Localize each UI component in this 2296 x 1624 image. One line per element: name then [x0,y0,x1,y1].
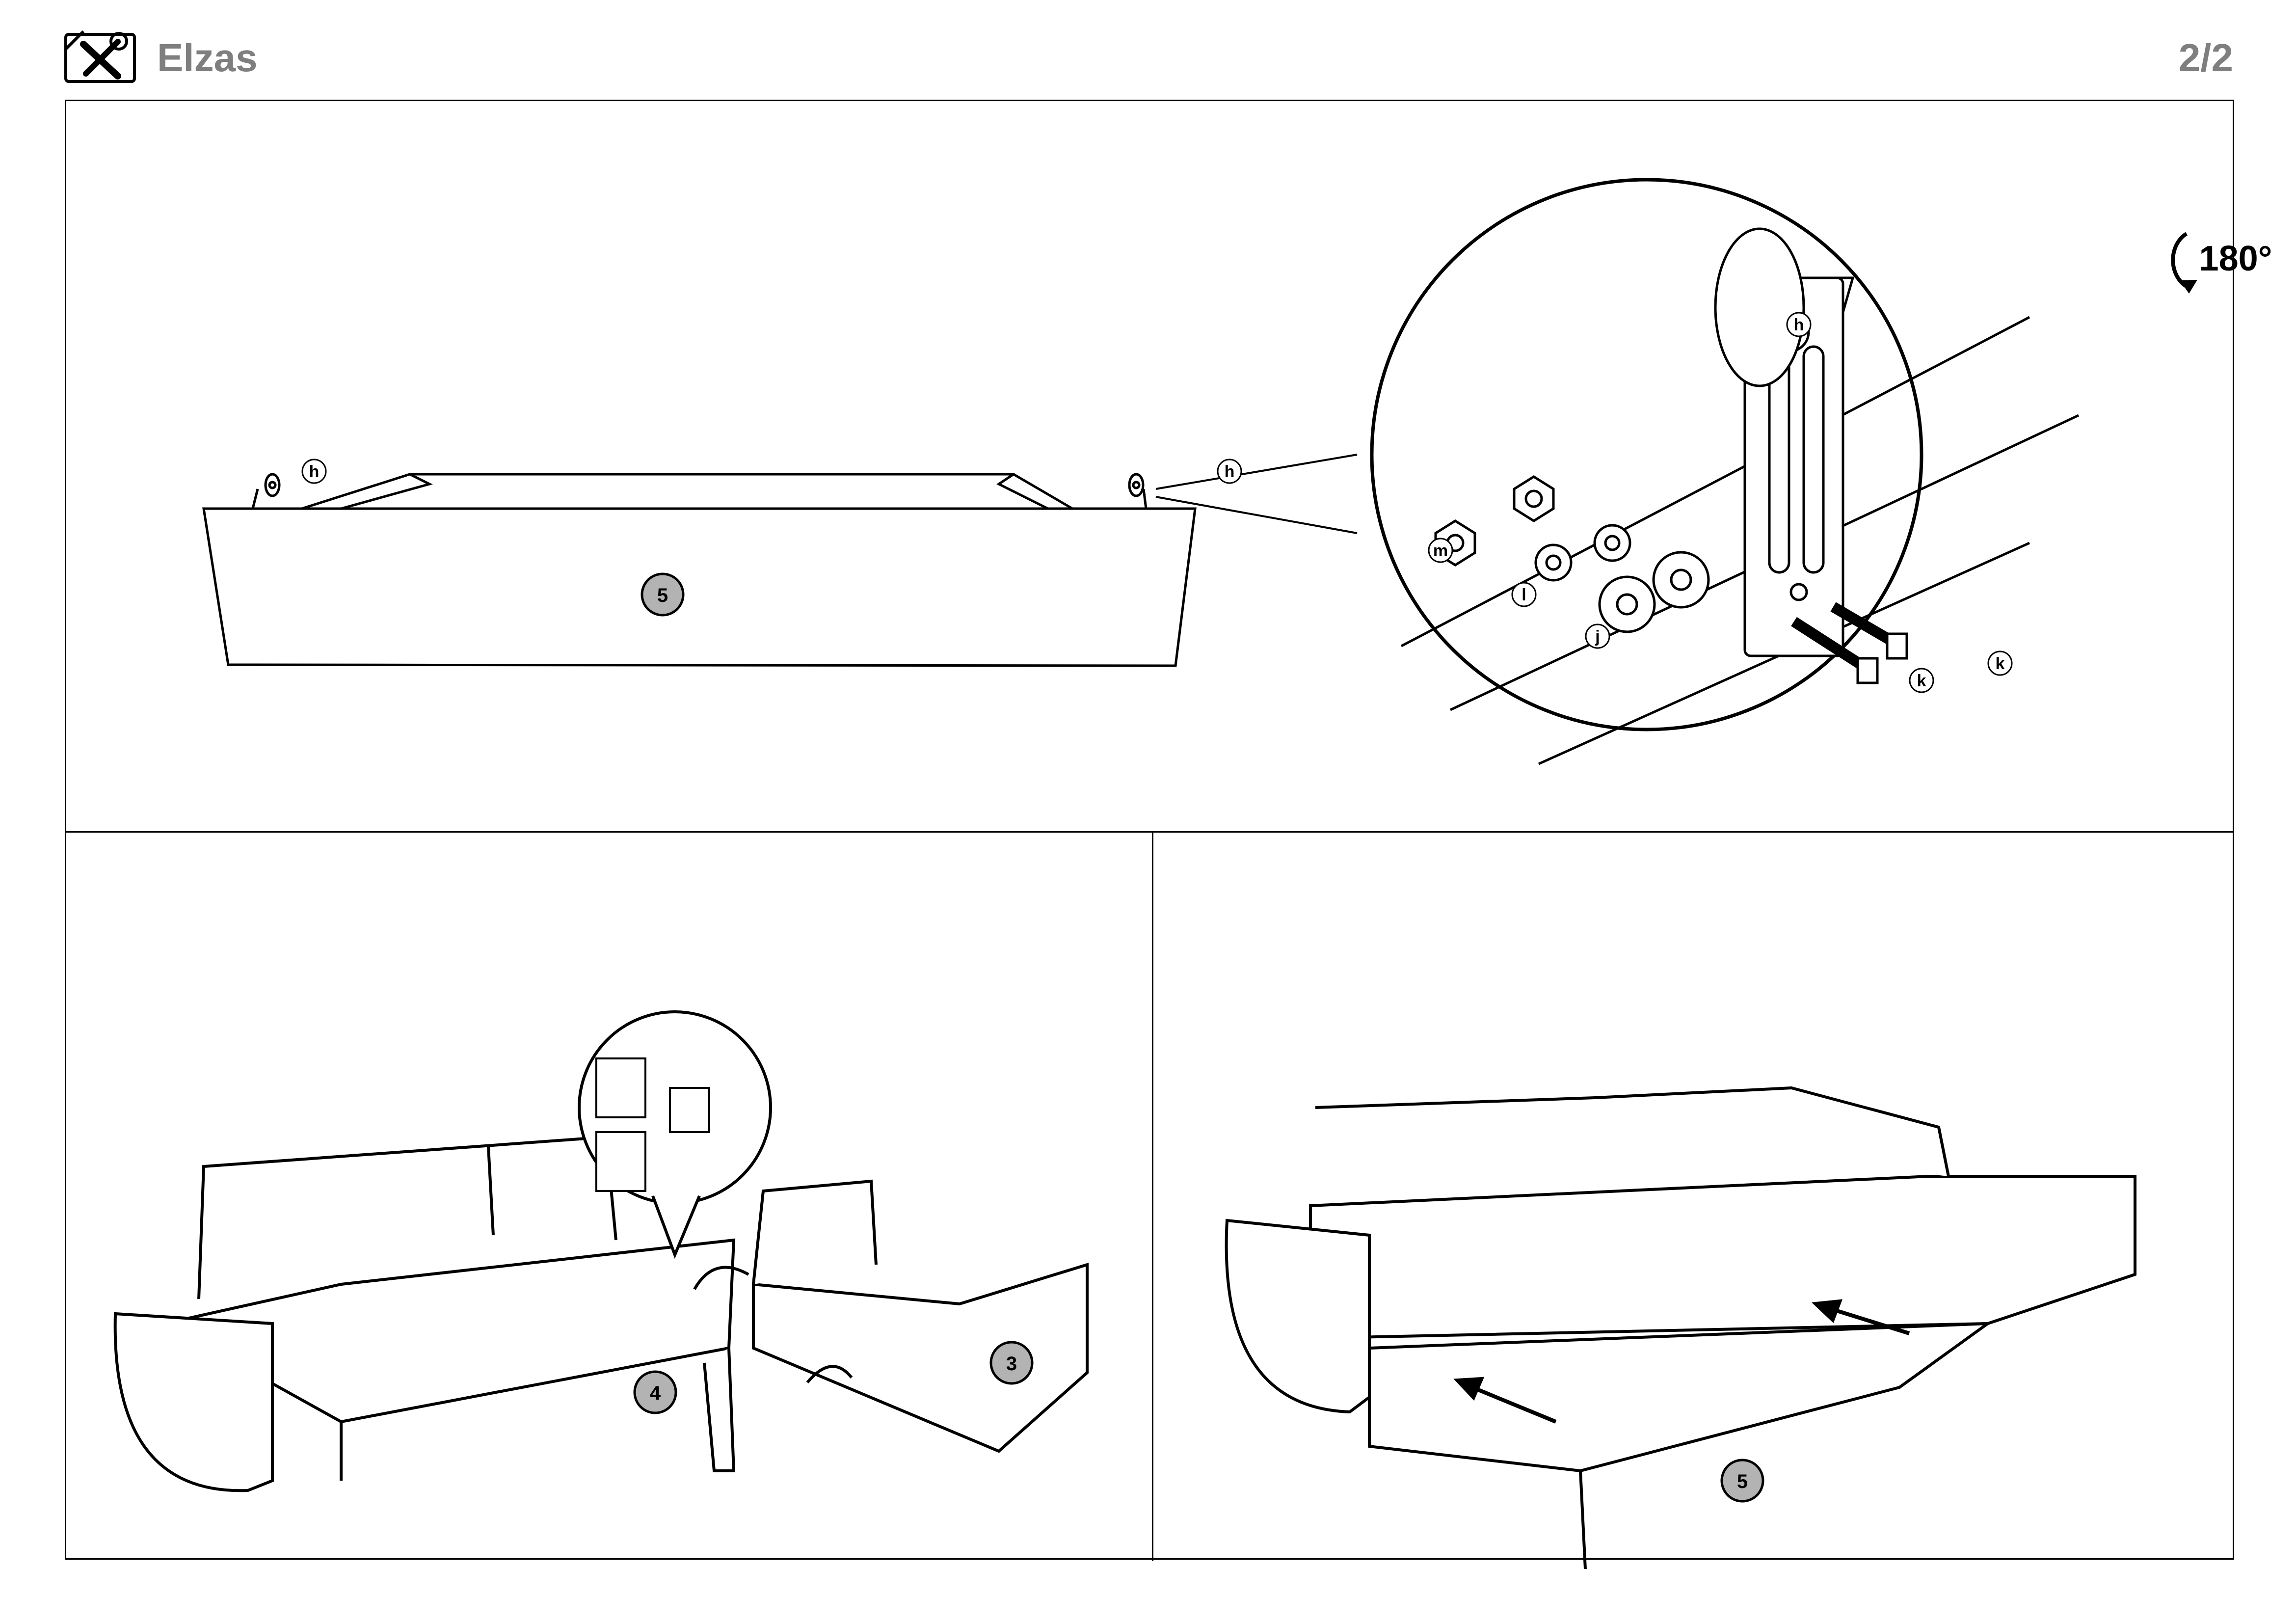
svg-text:5: 5 [1737,1471,1748,1492]
rotate-icon [2171,232,2197,294]
panel-drawer-insert: 5 [1153,833,2233,1570]
svg-text:3: 3 [1006,1353,1017,1375]
label-k-left: k [1917,672,1926,690]
label-h-left: h [309,462,320,481]
label-m: m [1433,541,1448,560]
part-labels [301,312,2013,693]
corner-left [752,1179,1089,1453]
step-marker-bottom: 5 [1720,1459,1764,1503]
sofa-full [1225,1086,2136,1414]
label-k-right: k [1996,654,2005,673]
arrow-icon [693,1266,853,1383]
instructions-frame: h h h m l j k k 5 180° [65,100,2272,1570]
drawer-illustration [202,473,1197,667]
label-h-detail: h [1794,316,1804,334]
rotation-label: 180° [2199,239,2272,278]
drawer-pullout [1368,1322,1993,1570]
label-h-right: h [1225,462,1235,481]
step-marker-corner: 3 [989,1341,1034,1385]
detail-bracket [1400,227,2080,765]
label-l: l [1522,586,1526,604]
step-marker-seat: 4 [633,1370,677,1414]
sofa-left [113,1135,736,1492]
svg-text:5: 5 [657,585,668,606]
panel-drawer-wheels: h h h m l j k k 5 180° [66,101,2272,831]
svg-text:4: 4 [650,1382,661,1404]
arrow-icon-inserts [1453,1299,1910,1424]
brand-title: Elzas [157,36,258,80]
label-j: j [1595,627,1600,646]
page-number: 2/2 [2178,36,2233,80]
panel-corner-connect: 4 3 [66,833,1152,1561]
divider-vertical [1152,831,1153,1561]
page-header: Elzas 2/2 [64,29,2233,88]
wheel-left [264,473,281,497]
bolts [1791,602,1908,684]
step-marker-top: 5 [641,572,685,617]
wheel-right [1128,473,1145,497]
divider-horizontal [66,831,2233,833]
fitting-detail [578,1010,772,1259]
tools-icon [64,29,137,83]
